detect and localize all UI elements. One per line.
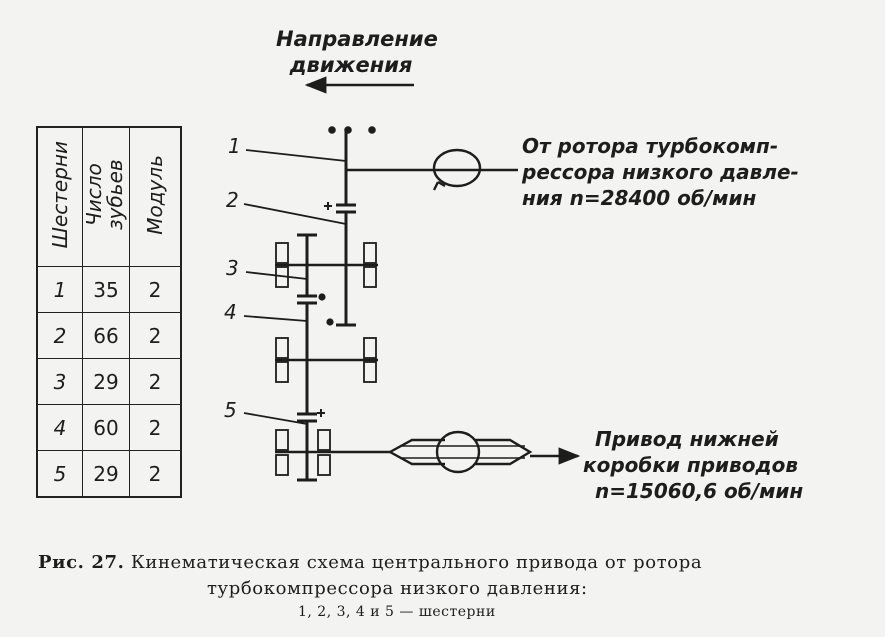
bearing-icon	[317, 429, 331, 451]
table-row: 2 66 2	[36, 312, 182, 359]
teeth-cell: 66	[82, 312, 130, 359]
rotor-input-label: От ротора турбокомп- рессора низкого дав…	[522, 133, 799, 211]
header-gears: Шестерни	[36, 126, 83, 267]
dot	[326, 318, 334, 326]
bearing-icon	[275, 242, 289, 264]
module-cell: 2	[129, 266, 182, 313]
dot	[318, 293, 326, 301]
caption-line-1: Рис. 27. Кинематическая схема центрально…	[38, 552, 702, 573]
table-row: 1 35 2	[36, 266, 182, 313]
gear-label-1: 1	[228, 134, 241, 158]
drive-output-label: Привод нижней коробки приводов n=15060,6…	[583, 426, 803, 504]
gear-number-cell: 2	[36, 312, 83, 359]
table-row: 5 29 2	[36, 450, 182, 498]
direction-label: Направление движения	[276, 26, 438, 78]
bearing-icon	[363, 242, 377, 264]
gear-label-4: 4	[224, 300, 237, 324]
rotation-arrow-input	[432, 180, 446, 191]
gear-label-2: 2	[226, 188, 239, 212]
gear-number-cell: 1	[36, 266, 83, 313]
leader-gear-3	[245, 271, 308, 280]
teeth-cell: 60	[82, 404, 130, 451]
dot	[368, 126, 376, 134]
figure-number: Рис. 27.	[38, 552, 125, 573]
leader-gear-1	[245, 149, 347, 162]
gear-label-3: 3	[226, 256, 239, 280]
coupling-right	[475, 438, 533, 466]
rotor-input-line-2: рессора низкого давле-	[522, 160, 799, 184]
teeth-cell: 29	[82, 450, 130, 498]
bearing-icon	[275, 361, 289, 383]
drive-output-line-1: Привод нижней	[595, 427, 779, 451]
leader-gear-4	[243, 315, 308, 322]
rotor-input-line-3: ния n=28400 об/мин	[522, 186, 757, 210]
bearing-icon	[275, 337, 289, 359]
bearing-symbols	[275, 242, 377, 476]
bearing-icon	[363, 361, 377, 383]
leader-gear-5	[243, 412, 308, 425]
gear-table: Шестерни Число зубьев Модуль 1 35 2 2 66…	[36, 126, 182, 498]
coupling-left	[389, 438, 445, 466]
table-row: 4 60 2	[36, 404, 182, 451]
gear-label-5: 5	[224, 398, 237, 422]
direction-line-2: движения	[289, 53, 413, 77]
rotation-indicator-input	[432, 148, 482, 188]
dot	[328, 126, 336, 134]
caption-legend: 1, 2, 3, 4 и 5 — шестерни	[298, 604, 496, 620]
teeth-cell: 35	[82, 266, 130, 313]
module-cell: 2	[129, 450, 182, 498]
direction-line-1: Направление	[276, 27, 438, 51]
header-module: Модуль	[129, 126, 182, 267]
leader-gear-2	[243, 203, 347, 225]
rotor-input-line-1: От ротора турбокомп-	[522, 134, 779, 158]
bearing-icon	[363, 337, 377, 359]
module-cell: 2	[129, 404, 182, 451]
caption-line-2: турбокомпрессора низкого давления:	[207, 578, 588, 599]
gear-number-cell: 4	[36, 404, 83, 451]
drive-output-line-2: коробки приводов	[583, 453, 798, 477]
rotation-indicator-output	[435, 430, 481, 474]
bearing-icon	[275, 429, 289, 451]
teeth-cell: 29	[82, 358, 130, 405]
bearing-icon	[363, 266, 377, 288]
dot	[344, 126, 352, 134]
module-cell: 2	[129, 312, 182, 359]
bearing-icon	[317, 454, 331, 476]
caption-title: Кинематическая схема центрального привод…	[130, 552, 703, 573]
table-row: 3 29 2	[36, 358, 182, 405]
bearing-icon	[275, 454, 289, 476]
drive-output-line-3: n=15060,6 об/мин	[595, 479, 804, 503]
module-cell: 2	[129, 358, 182, 405]
